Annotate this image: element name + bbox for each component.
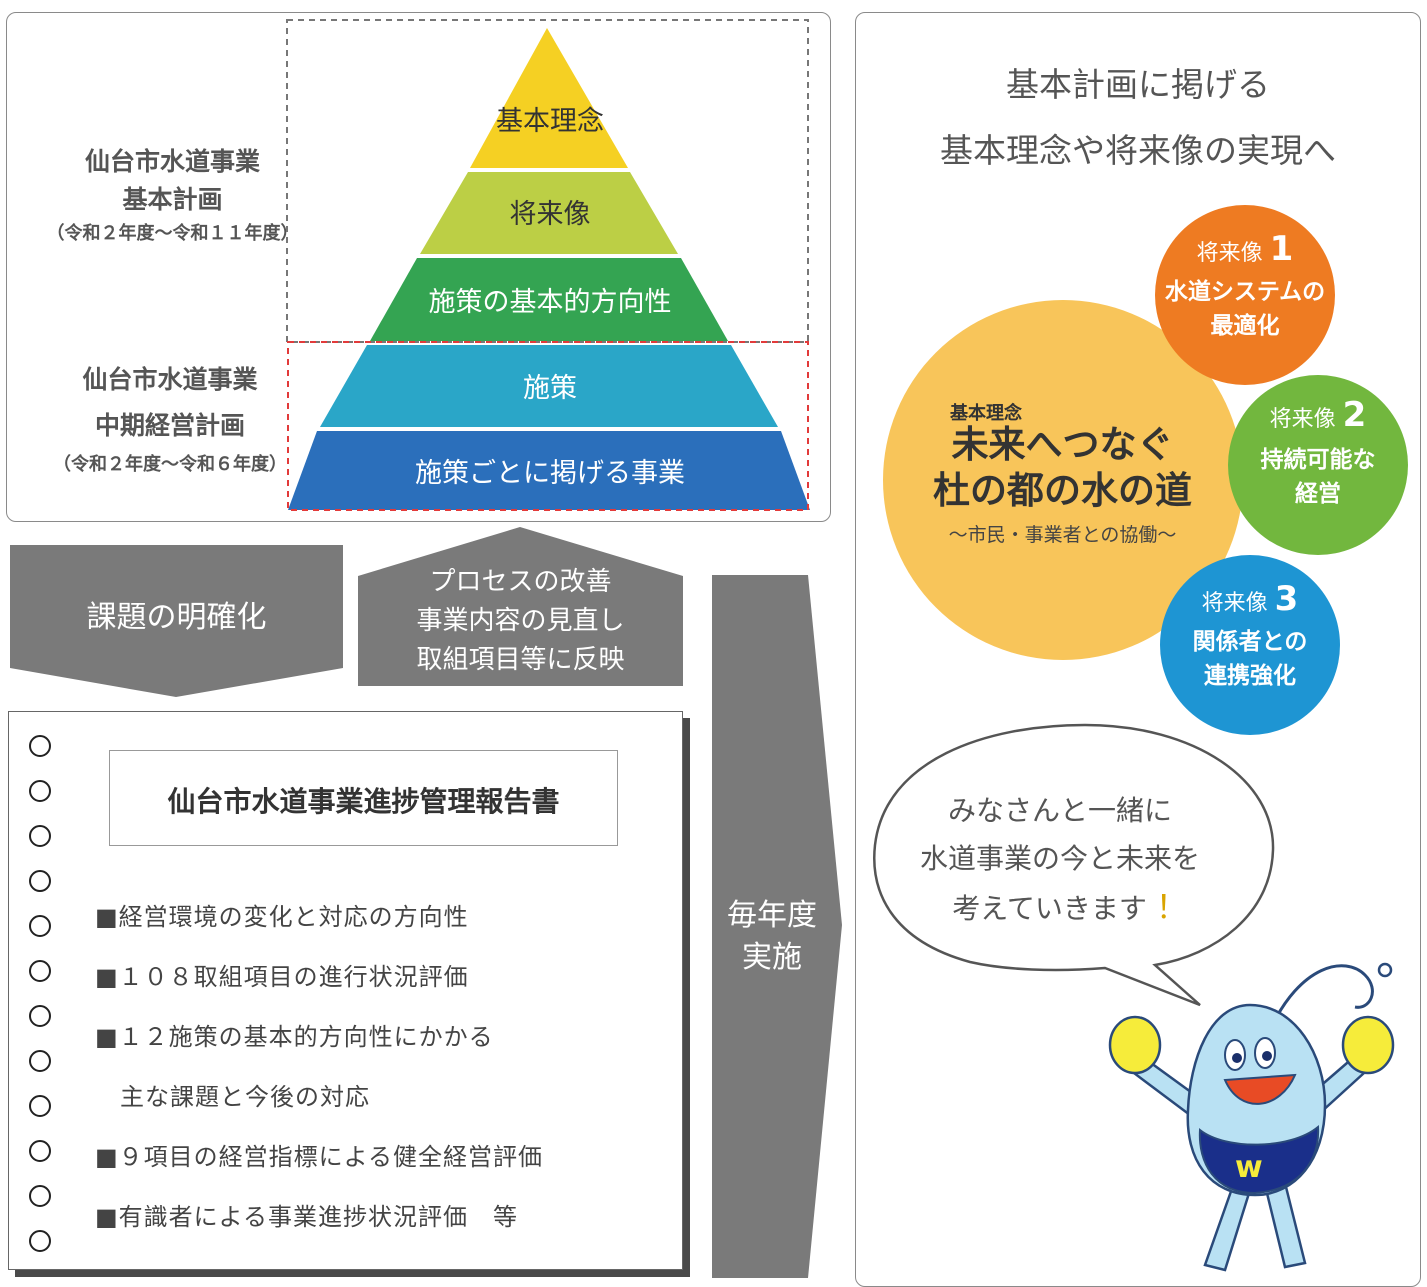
midterm-plan-line1: 仙台市水道事業 xyxy=(82,365,258,394)
vision-2-number: 2 xyxy=(1342,395,1367,435)
midterm-plan-period: （令和２年度～令和６年度） xyxy=(53,454,287,475)
vision-heading: 基本計画に掲げる 基本理念や将来像の実現へ xyxy=(855,52,1421,184)
philosophy-main-line2: 杜の都の水の道 xyxy=(933,469,1192,512)
philosophy-main: 未来へつなぐ 杜の都の水の道 xyxy=(895,422,1230,514)
up-arrow-line3: 取組項目等に反映 xyxy=(416,645,625,675)
report-item-4: 主な課題と今後の対応 xyxy=(120,1083,370,1111)
pyramid-level-5 xyxy=(288,431,810,510)
report-notebook xyxy=(8,711,683,1270)
vision-1-line2: 最適化 xyxy=(1210,313,1280,339)
binding-ring xyxy=(29,1005,51,1027)
right-arrow-label: 毎年度 実施 xyxy=(712,895,832,979)
binding-ring xyxy=(29,735,51,757)
speech-line3-text: 考えていきます xyxy=(952,892,1147,925)
svg-text:w: w xyxy=(1235,1150,1263,1185)
speech-exclamation: ！ xyxy=(1155,888,1188,926)
vision-1-line1: 水道システムの xyxy=(1164,279,1326,305)
binding-ring xyxy=(29,1050,51,1072)
pyramid-level-1 xyxy=(470,28,628,168)
vision-1-number: 1 xyxy=(1269,229,1294,269)
binding-ring xyxy=(29,870,51,892)
down-arrow-shape xyxy=(10,545,343,697)
right-arrow-line1: 毎年度 xyxy=(727,898,817,933)
midterm-plan-label: 仙台市水道事業 中期経営計画 （令和２年度～令和６年度） xyxy=(10,358,330,480)
up-arrow-shape xyxy=(358,527,683,686)
vision-3-number: 3 xyxy=(1274,579,1299,619)
midterm-plan-dashed-frame xyxy=(287,341,809,511)
speech-text: みなさんと一緒に 水道事業の今と未来を 考えていきます ！ xyxy=(880,787,1240,933)
vision-1-circle: 将来像 1 水道システムの 最適化 xyxy=(1155,205,1335,385)
basic-plan-line1: 仙台市水道事業 xyxy=(84,147,260,176)
philosophy-small-label: 基本理念 xyxy=(950,403,1022,424)
speech-line3: 考えていきます ！ xyxy=(880,883,1240,933)
report-item-5: ■９項目の経営指標による健全経営評価 xyxy=(95,1143,543,1171)
vision-2-heading: 将来像 2 xyxy=(1228,395,1408,435)
binding-ring xyxy=(29,915,51,937)
binding-ring xyxy=(29,1095,51,1117)
speech-line2: 水道事業の今と未来を xyxy=(919,842,1200,875)
down-arrow-label: 課題の明確化 xyxy=(86,600,267,635)
report-item-1: ■経営環境の変化と対応の方向性 xyxy=(95,903,469,931)
report-title-box xyxy=(109,750,618,846)
pyramid-label-4: 施策 xyxy=(523,373,577,404)
basic-plan-label: 仙台市水道事業 基本計画 （令和２年度～令和１１年度） xyxy=(15,143,330,249)
pyramid-label-2: 将来像 xyxy=(509,199,591,230)
binding-ring xyxy=(29,825,51,847)
basic-plan-dashed-frame xyxy=(286,19,809,343)
vision-heading-line1: 基本計画に掲げる xyxy=(1006,65,1270,104)
binding-ring xyxy=(29,960,51,982)
basic-plan-period: （令和２年度～令和１１年度） xyxy=(46,223,299,244)
vision-3-circle: 将来像 3 関係者との 連携強化 xyxy=(1160,555,1340,735)
vision-3-head: 将来像 xyxy=(1201,591,1268,616)
water-drop-mascot: w xyxy=(1108,962,1395,1272)
up-arrow-line1: プロセスの改善 xyxy=(429,567,612,597)
midterm-plan-line2: 中期経営計画 xyxy=(94,411,245,440)
report-title: 仙台市水道事業進捗管理報告書 xyxy=(167,785,560,818)
up-arrow-line2: 事業内容の見直し xyxy=(416,606,625,636)
speech-line1: みなさんと一緒に xyxy=(947,794,1172,827)
plan-pyramid xyxy=(286,19,810,511)
philosophy-subtitle: ～市民・事業者との協働～ xyxy=(948,524,1177,546)
vision-1-head: 将来像 xyxy=(1196,241,1263,266)
binding-ring xyxy=(29,1185,51,1207)
binding-ring xyxy=(29,780,51,802)
vision-3-line1: 関係者との xyxy=(1192,629,1308,655)
binding-ring xyxy=(29,1230,51,1252)
philosophy-main-line1: 未来へつなぐ xyxy=(951,423,1174,466)
vision-2-circle: 将来像 2 持続可能な 経営 xyxy=(1228,375,1408,555)
vision-3-heading: 将来像 3 xyxy=(1160,579,1340,619)
vision-2-line2: 経営 xyxy=(1295,481,1341,507)
report-item-3: ■１２施策の基本的方向性にかかる xyxy=(95,1023,494,1051)
right-arrow-shape xyxy=(712,575,842,1278)
vision-2-head: 将来像 xyxy=(1269,407,1336,432)
vision-1-heading: 将来像 1 xyxy=(1155,229,1335,269)
report-item-2: ■１０８取組項目の進行状況評価 xyxy=(95,963,469,991)
vision-2-line1: 持続可能な xyxy=(1260,447,1376,473)
pyramid-label-3: 施策の基本的方向性 xyxy=(428,287,672,318)
process-arrows xyxy=(10,527,842,1278)
pyramid-level-4 xyxy=(320,345,778,427)
binding-ring xyxy=(29,1140,51,1162)
right-arrow-line2: 実施 xyxy=(742,940,802,975)
pyramid-label-1: 基本理念 xyxy=(496,106,604,137)
pyramid-level-3 xyxy=(370,258,728,341)
pyramid-level-2 xyxy=(420,172,678,254)
basic-plan-line2: 基本計画 xyxy=(122,185,223,214)
report-item-6: ■有識者による事業進捗状況評価 等 xyxy=(95,1203,518,1231)
pyramid-label-5: 施策ごとに掲げる事業 xyxy=(415,458,685,489)
speech-bubble xyxy=(873,723,1275,1007)
vision-heading-line2: 基本理念や将来像の実現へ xyxy=(940,131,1336,170)
vision-3-line2: 連携強化 xyxy=(1204,663,1296,689)
up-arrow-label: プロセスの改善 事業内容の見直し 取組項目等に反映 xyxy=(358,563,683,680)
